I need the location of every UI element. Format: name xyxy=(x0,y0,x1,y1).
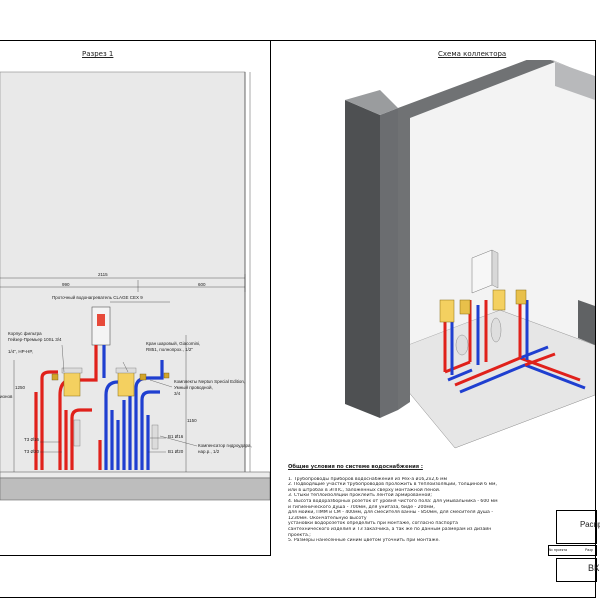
dim-left: 990 xyxy=(62,282,70,287)
stamp-dev: Разр xyxy=(585,548,593,552)
notes-line: 2. Подводящие участки трубопроводов прол… xyxy=(288,482,497,488)
stamp-code-cell xyxy=(556,558,597,582)
label-b1-16: В1 Ø16 xyxy=(168,434,184,439)
notes-line: 1. Трубопроводы приборов водоснабжения и… xyxy=(288,476,448,482)
notes-line: сантехнического изделия и ТЗ заказчика, … xyxy=(288,526,492,532)
notes-line: для мойки, ПММ и СМ - 400мм, для смесите… xyxy=(288,510,493,516)
label-b1-20: В1 Ø20 xyxy=(168,449,184,454)
section-frame xyxy=(0,40,271,556)
hydroshock-compensators xyxy=(73,419,159,450)
scheme-fittings xyxy=(439,289,527,356)
label-collector-3: 3/4 xyxy=(174,391,181,396)
label-t3-16: Т3 Ø16 xyxy=(24,437,40,442)
filter-housing-right xyxy=(117,371,135,397)
stamp-code: ВК xyxy=(588,563,600,573)
label-partial-left2: ионов xyxy=(0,394,13,399)
dim-total: 2115 xyxy=(98,272,108,277)
label-tap-2: R851, полнопрох., 1/2" xyxy=(146,347,193,352)
collector-scheme xyxy=(345,60,595,449)
water-supply-notes: Общие условия по системе водоснабжения :… xyxy=(288,464,550,544)
dim-right: 600 xyxy=(198,282,206,287)
label-filter-1: Корпус фильтра xyxy=(8,331,42,336)
label-collector-1: Комплекты Neptun Special Edition, xyxy=(174,379,246,384)
sheet-frame xyxy=(0,40,596,598)
label-compensator-1: Компенсатор гидроудара, xyxy=(198,443,252,448)
label-tap-1: Кран шаровый, Giacomini, xyxy=(146,341,201,346)
notes-line: проекта.; xyxy=(288,532,311,538)
notes-line: 3. Стыки теплоизоляции проклеить лентой … xyxy=(288,493,432,499)
stamp-title: Распр xyxy=(580,520,600,529)
notes-line: и гигиенического душа - 700мм, для унита… xyxy=(288,504,435,510)
section-drawing xyxy=(0,71,270,501)
notes-line: 4. Высота водоразборных розеток от уровн… xyxy=(288,498,498,504)
notes-line: установки водорозеток определить при мон… xyxy=(288,521,458,527)
label-collector-2: Умный проводной, xyxy=(174,385,213,390)
label-t3-20: Т3 Ø20 xyxy=(24,449,40,454)
scheme-title: Схема коллектора xyxy=(438,50,507,58)
notes-line: 1230мм. Окончательную высоту xyxy=(288,515,367,521)
notes-line: 5. Размеры нанесенные синим цветом уточн… xyxy=(288,538,440,544)
label-filter-2: Гейзер-Премьер 10SL 3/4 xyxy=(8,337,62,342)
section-title: Разрез 1 xyxy=(82,50,114,58)
label-partial-left: 1/4", НР-НР, xyxy=(8,349,33,354)
stamp-project-no: № проекта xyxy=(549,548,568,552)
stamp-title-cell xyxy=(556,510,597,544)
notes-line: или в штробах в ЭППС, заложенных сверху … xyxy=(288,487,441,493)
notes-title: Общие условия по системе водоснабжения : xyxy=(288,464,423,470)
filter-housing-left xyxy=(63,371,81,397)
stamp-row xyxy=(548,545,597,556)
section-floor xyxy=(0,471,270,479)
dim-height-left: 1250 xyxy=(15,385,26,390)
label-compensator-2: нар.р., 1/2 xyxy=(198,449,220,454)
dim-height-right: 1150 xyxy=(187,418,197,423)
scheme-left-wall-edge xyxy=(345,100,380,418)
label-heater: Проточный водонагреватель CLAGE CEX 9 xyxy=(52,295,143,300)
